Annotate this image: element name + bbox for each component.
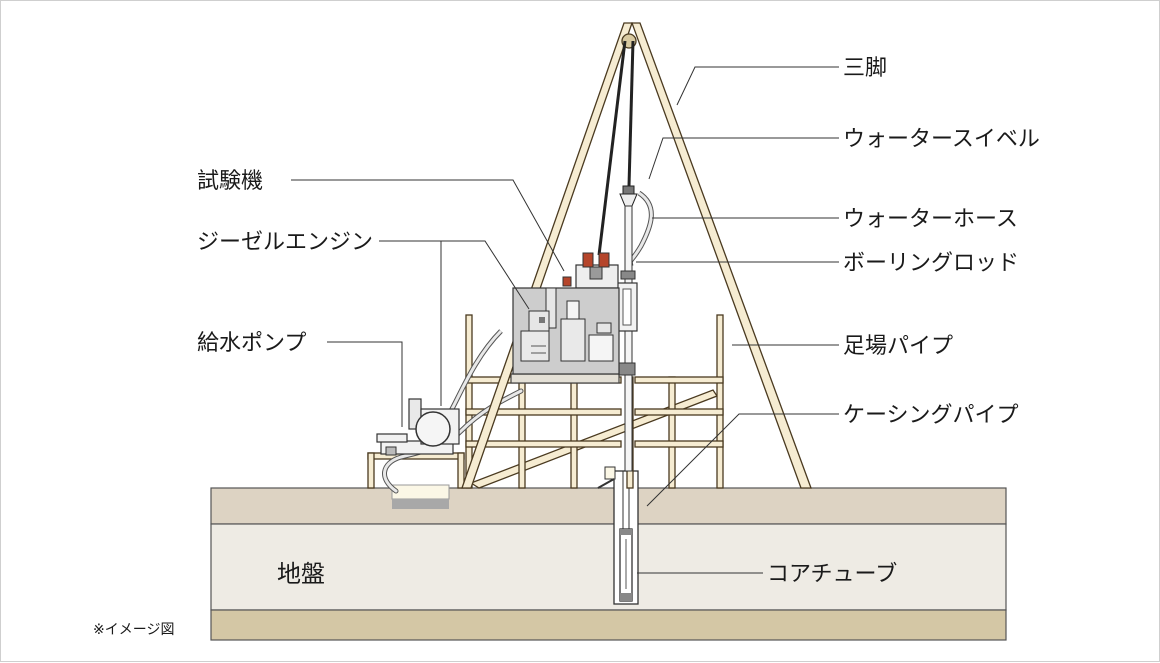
- label-tripod: 三脚: [843, 56, 887, 81]
- diesel-engine: [512, 287, 620, 375]
- scaffold: [367, 314, 724, 489]
- label-ground: 地盤: [277, 560, 325, 588]
- label-water-hose: ウォーターホース: [843, 207, 1018, 232]
- ground: [210, 484, 1007, 641]
- ground-middle-layer: [210, 523, 1007, 611]
- label-boring-rod: ボーリングロッド: [843, 251, 1019, 276]
- ground-bottom-layer: [210, 609, 1007, 641]
- labels: 三脚 ウォータースイベル 試験機 ウォーターホース ジーゼルエンジン ボーリング…: [93, 56, 1040, 638]
- water-swivel: [619, 185, 638, 207]
- ground-top-layer: [210, 487, 1007, 525]
- borehole: [597, 466, 639, 605]
- label-test-machine: 試験機: [197, 169, 263, 194]
- water-pump: [376, 398, 460, 456]
- label-casing-pipe: ケーシングパイプ: [843, 403, 1019, 428]
- leader-lines: [291, 66, 839, 574]
- machine-platform: [510, 373, 620, 384]
- label-core-tube: コアチューブ: [767, 562, 897, 587]
- label-water-swivel: ウォータースイベル: [843, 127, 1040, 152]
- pump-wheel: [415, 411, 451, 447]
- label-note: ※イメージ図: [93, 622, 174, 638]
- label-water-pump: 給水ポンプ: [197, 331, 306, 356]
- water-tank: [391, 484, 450, 500]
- label-scaffold-pipe: 足場パイプ: [843, 334, 953, 359]
- test-machine: [562, 252, 619, 289]
- boring-rod: [616, 205, 638, 472]
- water-tank-base: [392, 499, 449, 509]
- label-diesel-engine: ジーゼルエンジン: [197, 230, 373, 255]
